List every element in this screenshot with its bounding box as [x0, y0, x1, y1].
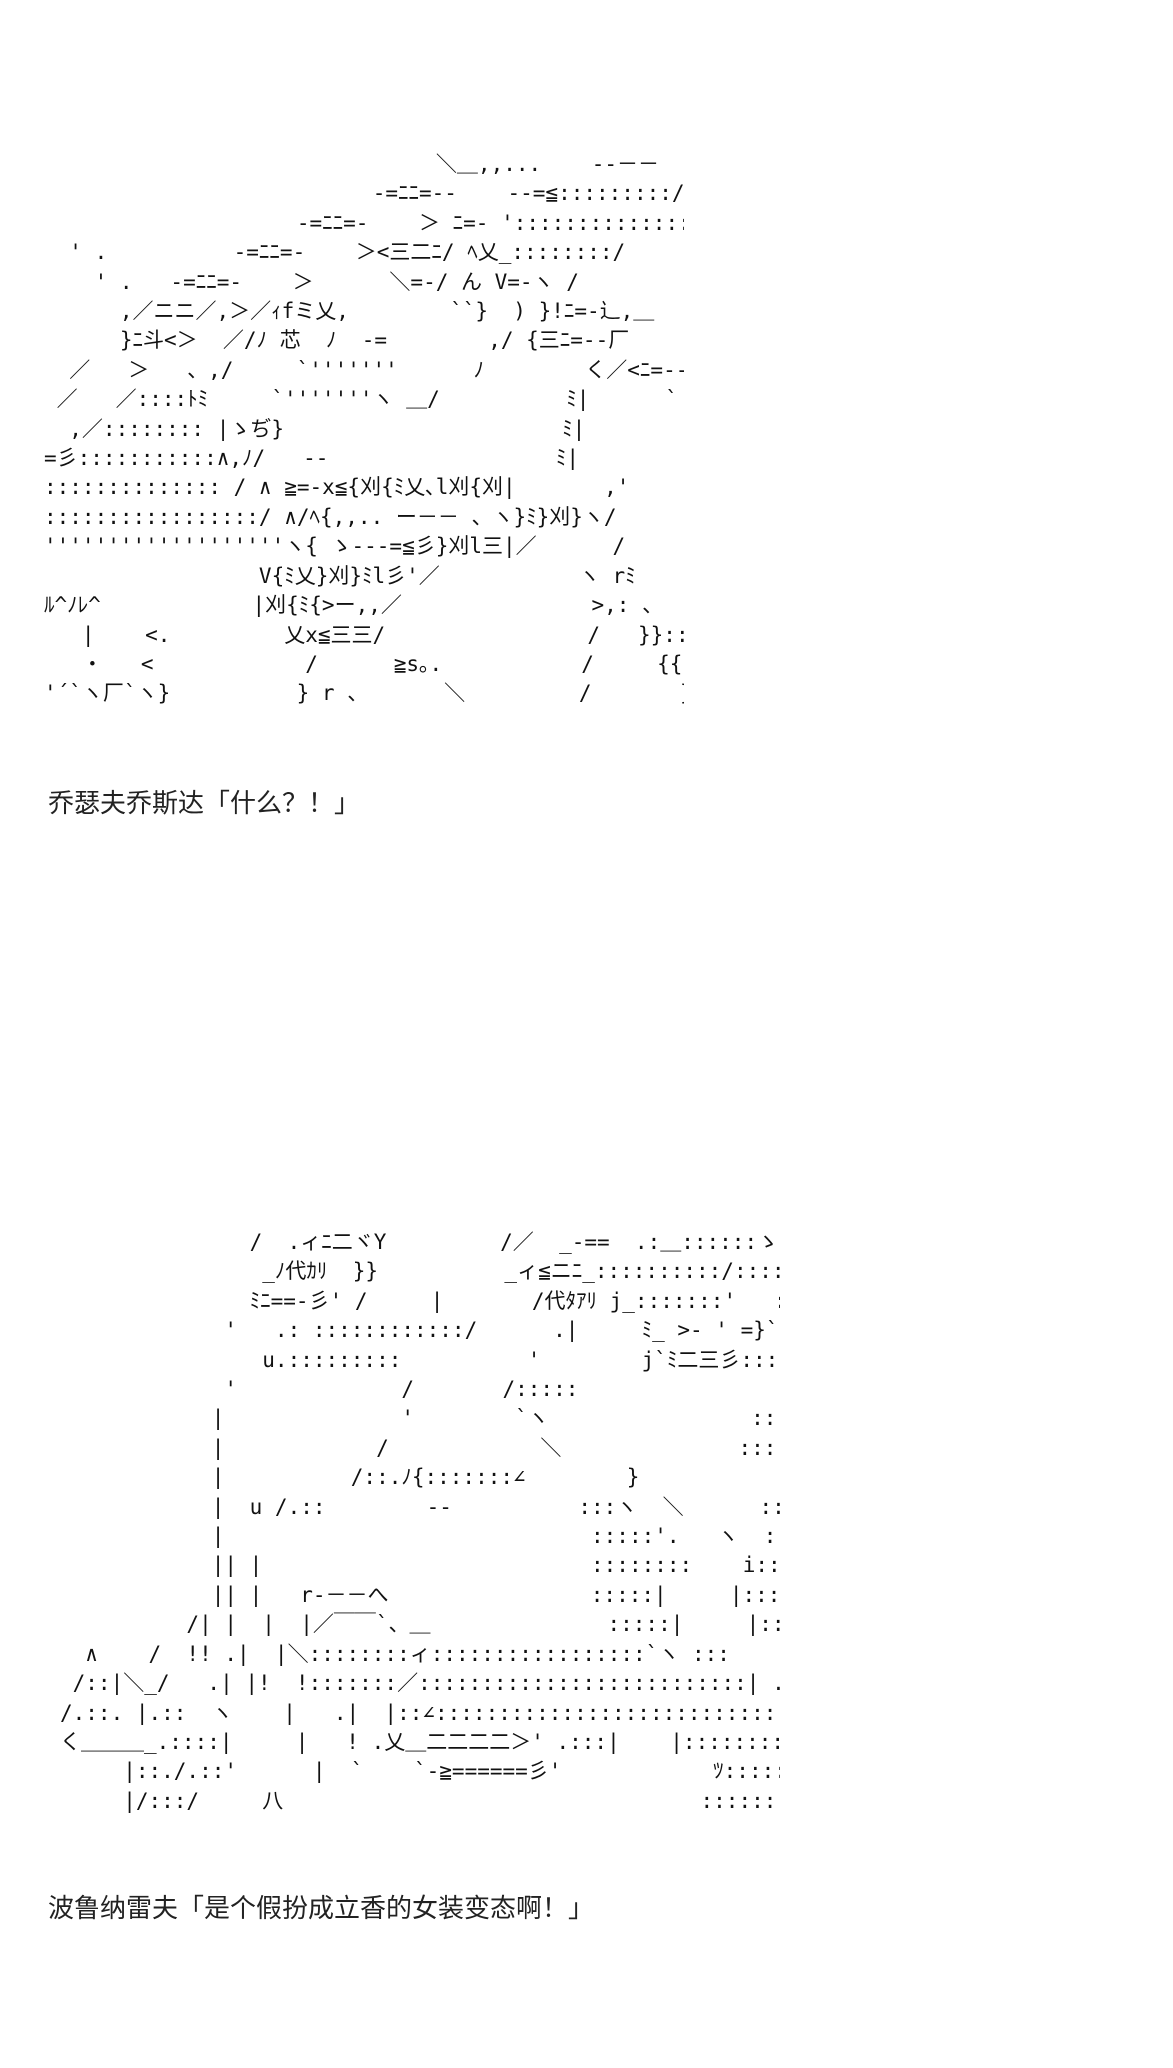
art-line: || | :::::::: i:::::::::::::::::::U:::::…: [211, 1553, 780, 1578]
art-line: | ' `ヽ :::::::::::::::::::／: [211, 1406, 780, 1431]
art-line: '´`ヽ厂`ヽ} } r 、 ＼ / }}::::::: [44, 681, 684, 706]
art-line: ・ < / ≧s｡. / {{:::::::: [81, 651, 684, 676]
art-line: -=ﾆﾆ=- ＞ ﾆ=- ':::::::::::::::/: [44, 210, 684, 235]
art-line: ﾐﾆ==-彡' / | /代ﾀｱﾘ j_:::::::' :::::::: [249, 1288, 780, 1313]
art-line: ' . -=ﾆﾆ=- ＞ ＼=-/ ん V=-ヽ /: [44, 269, 579, 294]
art-line: ＼＿,,... ‐‐－－: [44, 152, 660, 176]
dialogue-caption-1: 乔瑟夫乔斯达「什么？！」: [48, 789, 361, 819]
art-line: ' .: ::::::::::::/ .| ﾐ_ >- ' =}`:::::::…: [224, 1318, 780, 1343]
art-line: _ﾉ代ｶﾘ }} _ィ≦ニﾆ_::::::::::/:::::::::: [60, 1259, 780, 1284]
art-line: '''''''''''''''''''ヽ{ ゝ---=≦彡}刈l三|／ /: [44, 534, 626, 559]
art-line: | /::.ﾉ{:::::::∠ } ::::::::::::::::' :::…: [211, 1465, 780, 1490]
art-line: ' / /::::: :::::::::::::ｲ::::: [224, 1377, 579, 1402]
art-line: u.::::::::: ' j`ﾐ二三彡::::::し:::::/／: [262, 1347, 780, 1372]
ascii-art-panel-2: / .ィﾆ二ヾY /／ _-== .:＿::::::ゝ:::::: _ﾉ代ｶﾘ …: [60, 1228, 780, 1868]
art-line: |/:::/ 八 ::::::::::::::::::::::::::| |.:…: [123, 1788, 780, 1813]
art-line: || | r-－－へ :::::| |:::::::::::::::::::::…: [211, 1582, 780, 1607]
art-line: /| | | |／￣￣`、＿ :::::| |:::::::::::::::::…: [186, 1612, 780, 1637]
art-line: | u /.:: -- :::ヽ ＼ ::::::::::::::i::::::…: [211, 1494, 780, 1519]
art-line: /.::. |.:: ヽ | .| |::∠::::::::::::::::::…: [60, 1700, 780, 1725]
art-line: ﾙ^ﾉﾚ^ |刈{ﾐ{>ー,,／ >,: 、: [44, 593, 664, 618]
art-line: | <. 乂x≦三三/ / }}::::＼: [44, 622, 684, 647]
art-line: ∧ / !! .| |＼::::::::ィ:::::::::::::::::`ヽ…: [85, 1641, 730, 1666]
art-line: | :::::'. ヽ ::::::::::::::::::::::::::::…: [211, 1524, 780, 1549]
ascii-art-panel-1: ＼＿,,... ‐‐－－ -=ﾆﾆ=-- --=≦:::::::::/ -=ﾆﾆ…: [44, 150, 684, 760]
art-line: :::::::::::::: / ∧ ≧=-x≦{刈{ﾐ乂､l刈{刈| ,': [44, 475, 630, 500]
art-line: ,／:::::::: |ゝぢ} ﾐ| ,': [44, 416, 684, 441]
art-line: | / ＼ :::::::::::::::::/:::::::: [211, 1435, 780, 1460]
art-line: V{ﾐ乂}刈}ﾐl彡'／ ヽ rﾐ: [44, 563, 636, 588]
art-line: }ﾆ斗<＞ ／/ﾉ 芯 ﾉ -= ,/ {三ﾆ=--厂: [44, 328, 630, 353]
art-line: =彡:::::::::::∧,ﾉ/ -- ﾐ| ,': [44, 446, 684, 471]
art-line: ,／ニニ／,＞／ｨfミ乂, ``} ) }!ﾆ=-辶,＿: [44, 299, 655, 324]
art-line: ／ ＞ 、,/ `''''''' ﾉ く／<ﾆ=--,|: [44, 357, 684, 382]
art-line: ／ ／::::ﾄﾐ `'''''''ヽ ＿/ ﾐ| ` <,/: [44, 387, 684, 412]
art-line: ' . -=ﾆﾆ=- ＞<三二ﾆ/ ﾍ乂_::::::::/: [44, 240, 626, 265]
art-line: く＿＿＿_.::::| | ! .乂＿二二二二＞' .:::| |:::::::…: [60, 1729, 780, 1754]
art-line: |::./.::' | ` `-≧======彡' ﾂ:::::::::::::…: [123, 1759, 780, 1784]
dialogue-caption-2: 波鲁纳雷夫「是个假扮成立香的女装变态啊！」: [48, 1894, 595, 1924]
art-line: :::::::::::::::::/ ∧/ﾍ{,,.. ー－－ 、ヽ}ﾐ}刈}ヽ…: [44, 504, 684, 529]
art-line: / .ィﾆ二ヾY /／ _-== .:＿::::::ゝ::::::: [60, 1230, 780, 1254]
art-line: -=ﾆﾆ=-- --=≦:::::::::/: [44, 181, 684, 206]
art-line: /::|＼_/ .| |! !:::::::／:::::::::::::::::…: [72, 1671, 780, 1696]
